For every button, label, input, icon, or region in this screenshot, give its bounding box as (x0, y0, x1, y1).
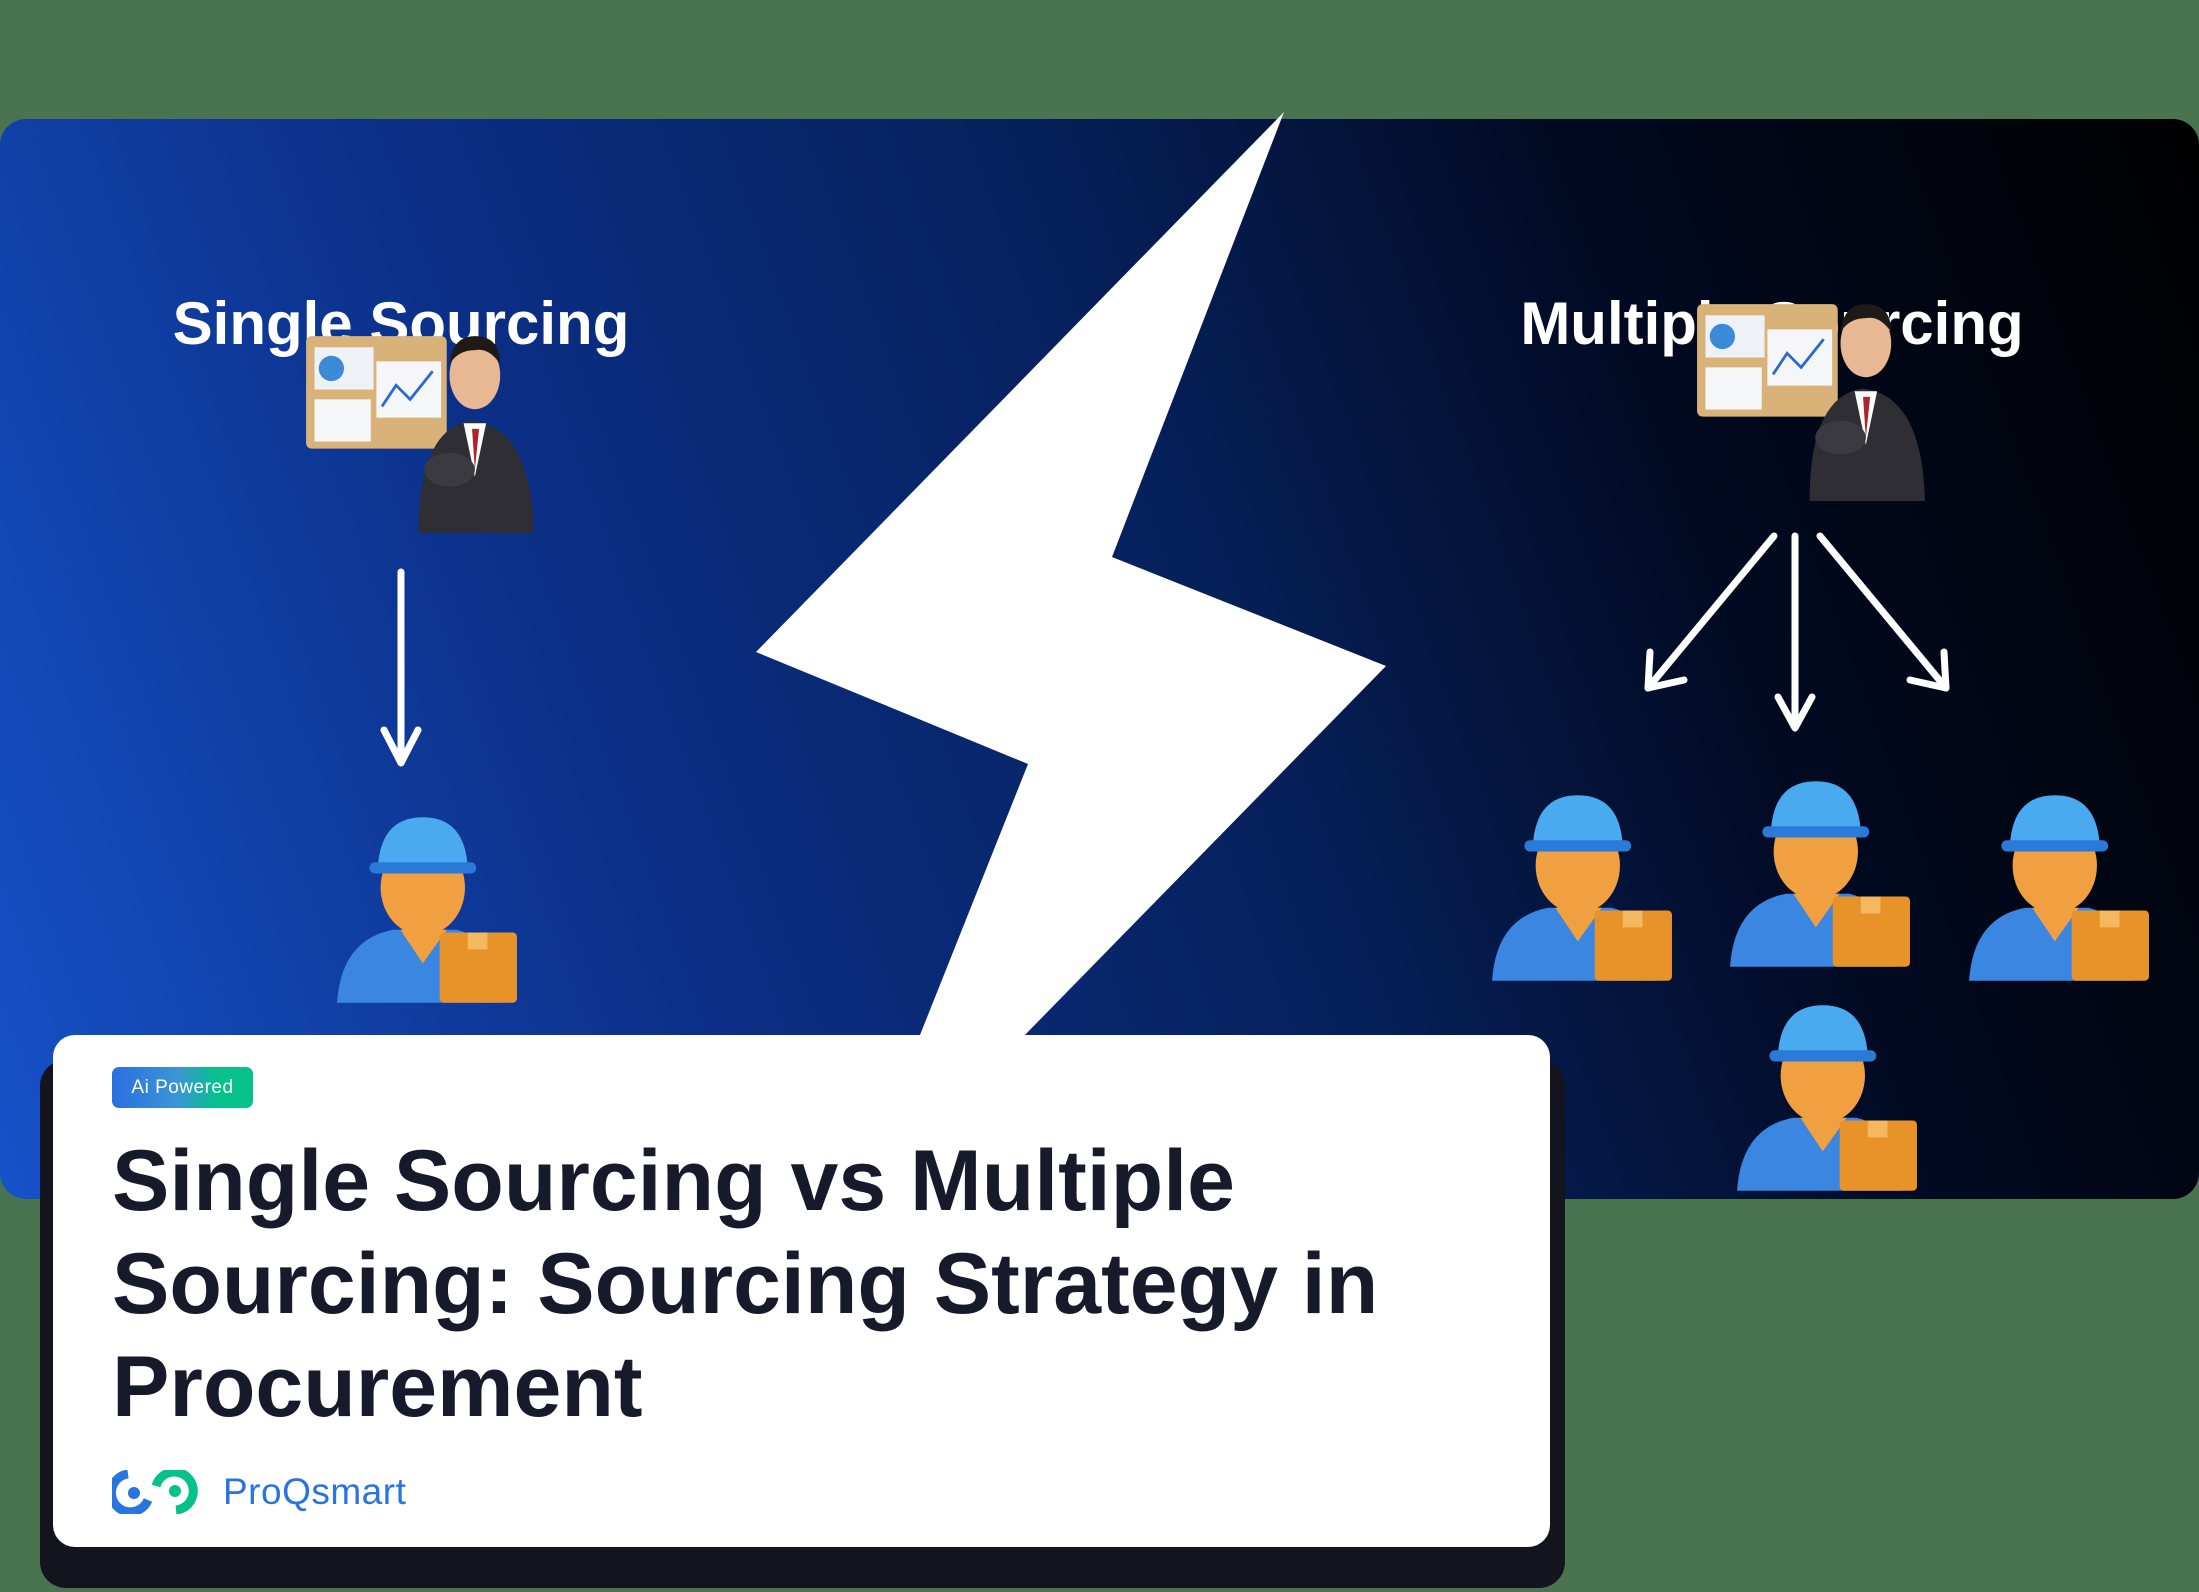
proqsmart-logo-icon (112, 1470, 198, 1514)
down-arrow-icon (1774, 532, 1816, 732)
arrow-left-down-icon (1644, 532, 1778, 692)
down-arrow-icon (380, 568, 422, 767)
article-card[interactable] (53, 1035, 1550, 1547)
ai-powered-badge: Ai Powered (112, 1067, 253, 1108)
article-title[interactable]: Single Sourcing vs Multiple Sourcing: So… (112, 1133, 1379, 1435)
lightning-bolt-icon (756, 112, 1386, 1040)
arrow-right-down-icon (1816, 532, 1950, 692)
brand-name[interactable]: ProQsmart (223, 1471, 407, 1512)
